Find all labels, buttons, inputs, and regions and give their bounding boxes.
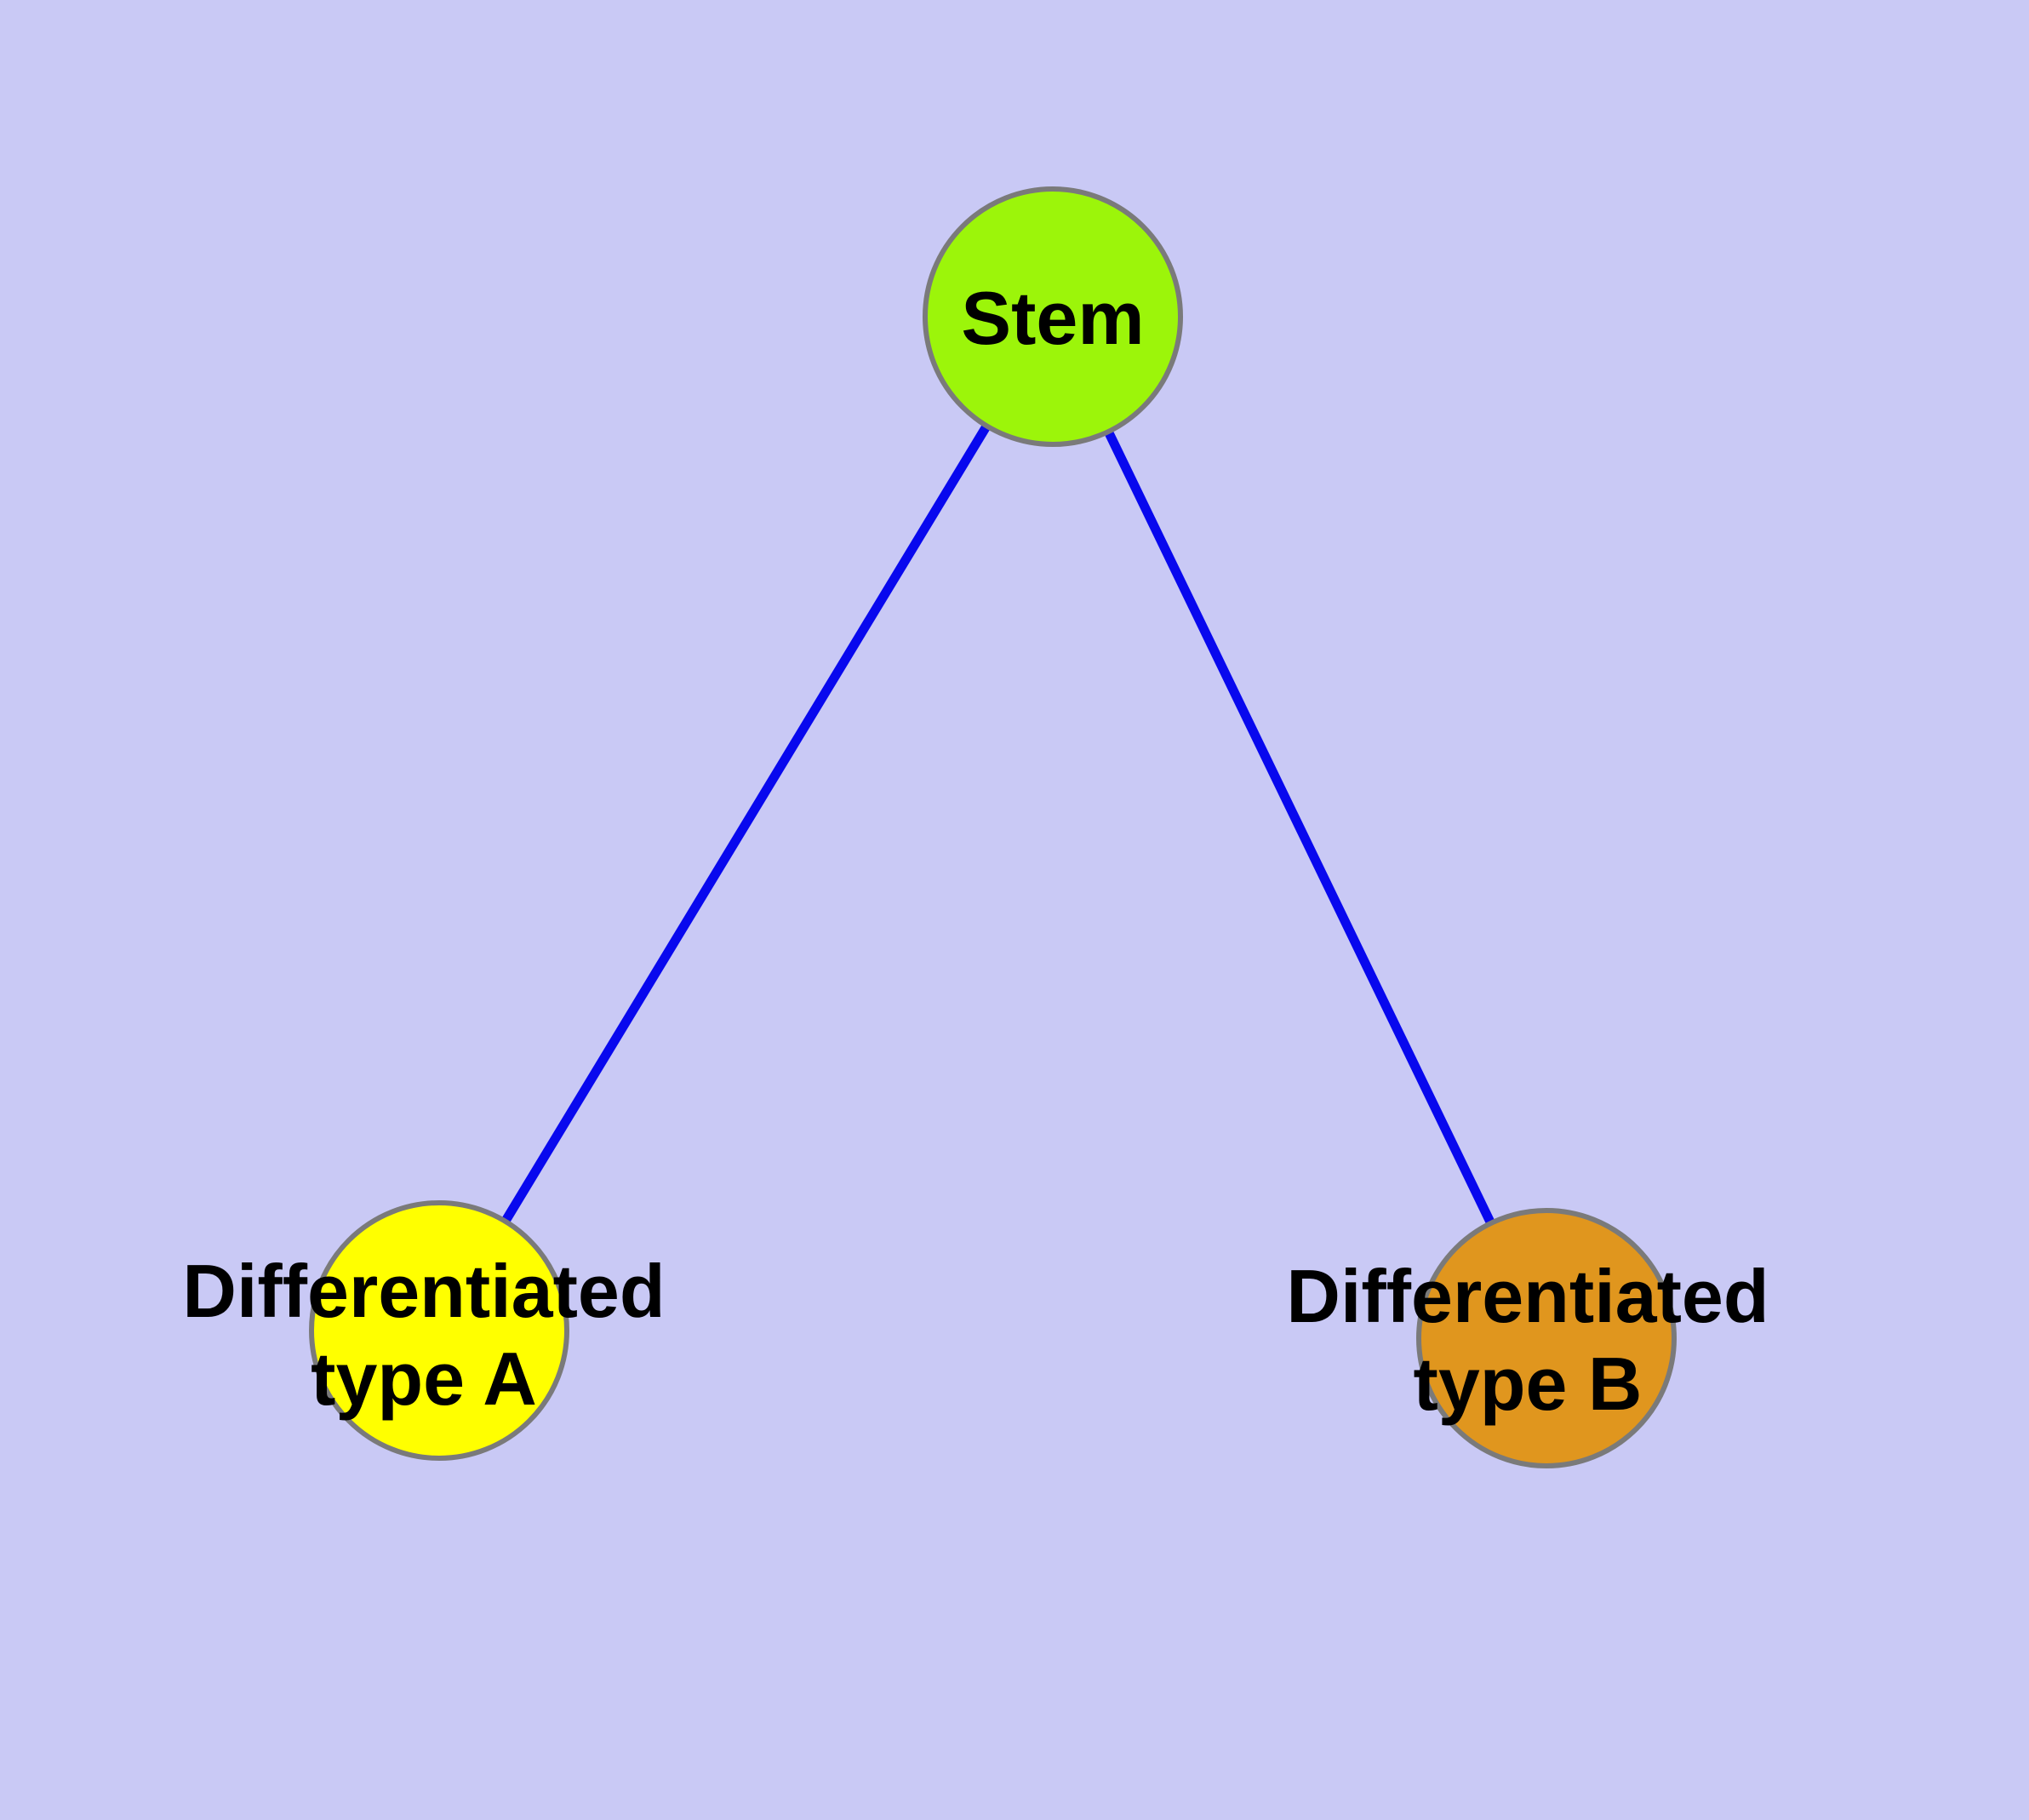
node-label-stem-line-1: Stem [961,276,1144,360]
node-label-differentiated-type-b-line-2: type B [1414,1342,1643,1426]
node-label-differentiated-type-b-line-1: Differentiated [1286,1254,1769,1338]
edge-stem-to-differentiated-type-b [1049,314,1551,1341]
node-label-differentiated-type-a-line-1: Differentiated [182,1249,665,1333]
edge-stem-to-differentiated-type-a [435,314,1057,1333]
node-differentiated-type-b [1416,1208,1677,1468]
node-differentiated-type-a [309,1200,569,1461]
node-stem [923,186,1183,447]
node-label-differentiated-type-a-line-2: type A [311,1336,537,1421]
